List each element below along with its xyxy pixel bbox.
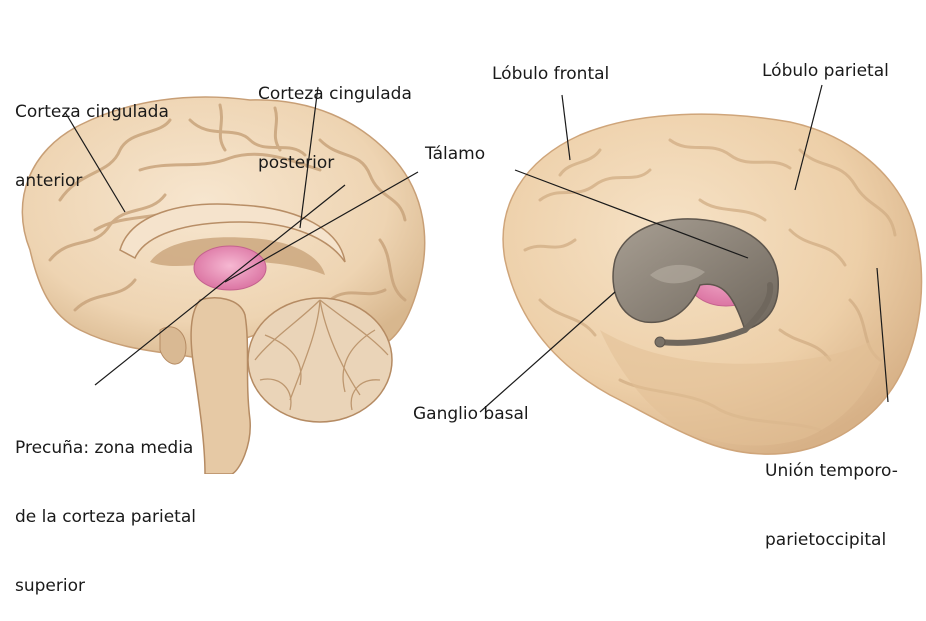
label-lobulo-parietal: Lóbulo parietal [762, 60, 889, 83]
amygdala [655, 337, 665, 347]
label-corteza-cingulada-anterior: Corteza cingulada anterior [15, 55, 169, 216]
thalamus-sagittal [194, 246, 266, 290]
brain-diagram: Corteza cingulada anterior Corteza cingu… [0, 0, 926, 474]
label-line: anterior [15, 170, 169, 193]
label-union-temporo: Unión temporo- parietoccipital [765, 414, 898, 575]
label-line: superior [15, 575, 196, 598]
label-talamo: Tálamo [425, 143, 485, 166]
label-line: posterior [258, 152, 412, 175]
label-line: Precuña: zona media [15, 437, 196, 460]
label-line: Corteza cingulada [15, 101, 169, 124]
label-line: parietoccipital [765, 529, 898, 552]
label-precuna: Precuña: zona media de la corteza pariet… [15, 391, 196, 621]
label-line: Unión temporo- [765, 460, 898, 483]
label-line: Corteza cingulada [258, 83, 412, 106]
cerebellum [248, 298, 392, 422]
label-lobulo-frontal: Lóbulo frontal [492, 63, 609, 86]
label-corteza-cingulada-posterior: Corteza cingulada posterior [258, 37, 412, 198]
brainstem [191, 298, 250, 474]
label-ganglio-basal: Ganglio basal [413, 403, 529, 426]
lateral-brain [503, 114, 921, 454]
label-line: de la corteza parietal [15, 506, 196, 529]
